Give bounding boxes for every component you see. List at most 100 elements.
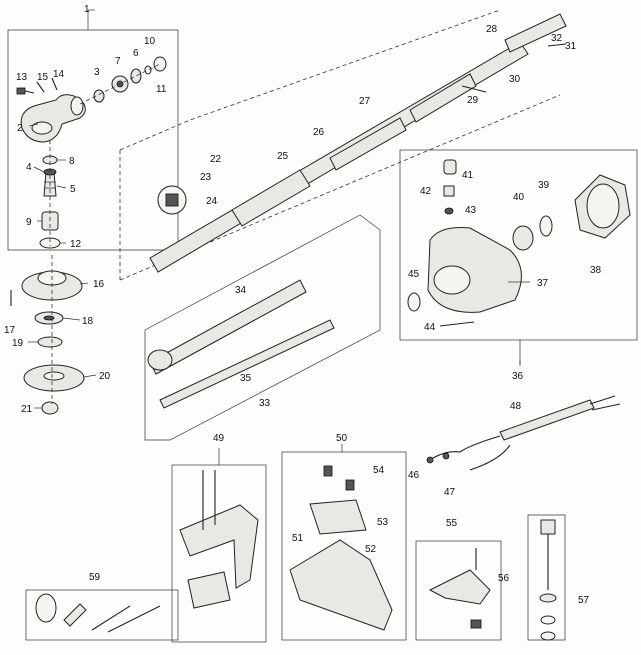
- callout-11: 11: [156, 84, 167, 95]
- callout-34: 34: [235, 285, 247, 296]
- callout-35: 35: [240, 373, 252, 384]
- tool-box-59: [25, 589, 179, 641]
- callout-20: 20: [99, 371, 111, 382]
- callout-8: 8: [69, 156, 75, 167]
- callout-23: 23: [200, 172, 212, 183]
- handle-28: [409, 73, 477, 123]
- callout-53: 53: [377, 517, 389, 528]
- callout-3: 3: [94, 67, 100, 78]
- callout-42: 42: [420, 186, 432, 197]
- callout-40: 40: [513, 192, 525, 203]
- shaft-35: [159, 319, 335, 409]
- nut-21: [41, 401, 59, 415]
- inner-shaft-box: [144, 214, 381, 441]
- bearing-40: [512, 225, 534, 251]
- callout-2: 2: [17, 123, 23, 134]
- bolt-set-group: [527, 514, 566, 641]
- throttle-cable-group: [426, 395, 621, 471]
- callout-22: 22: [210, 154, 222, 165]
- callout-31: 31: [565, 41, 577, 52]
- callout-48: 48: [510, 401, 522, 412]
- nut-43: [444, 207, 454, 215]
- callout-6: 6: [133, 48, 139, 59]
- bolt-29: [461, 85, 487, 93]
- spring-42: [443, 185, 455, 197]
- callout-14: 14: [53, 69, 65, 80]
- callout-45: 45: [408, 269, 420, 280]
- callout-36: 36: [512, 371, 524, 382]
- callout-55: 55: [446, 518, 458, 529]
- clutch-box: [399, 149, 638, 341]
- guard-group: [281, 444, 407, 641]
- handle-bracket-group: [171, 448, 267, 643]
- leader-lines: [28, 9, 530, 409]
- callout-25: 25: [277, 151, 289, 162]
- callout-7: 7: [115, 56, 121, 67]
- callout-9: 9: [26, 217, 32, 228]
- cap-41: [443, 159, 457, 175]
- washer-19: [37, 336, 63, 348]
- callout-54: 54: [373, 465, 385, 476]
- throttle-lever-group: [415, 540, 502, 641]
- callout-39: 39: [538, 180, 550, 191]
- callout-26: 26: [313, 127, 325, 138]
- callout-50: 50: [336, 433, 348, 444]
- callout-37: 37: [537, 278, 549, 289]
- callout-19: 19: [12, 338, 24, 349]
- callout-15: 15: [37, 72, 49, 83]
- callout-46: 46: [408, 470, 420, 481]
- gear-6: [130, 68, 142, 84]
- callout-59: 59: [89, 572, 101, 583]
- inner-shaft-group: [144, 214, 381, 441]
- callout-41: 41: [462, 170, 474, 181]
- ring-45: [407, 292, 421, 312]
- ring-39: [539, 215, 553, 237]
- callout-4: 4: [26, 162, 32, 173]
- drive-shaft-group: [119, 9, 567, 281]
- clutch-group: [399, 149, 638, 365]
- callout-labels: 1 2 3 4 5 6 7 8 9 10 11 12 13 14 15 16 1…: [4, 4, 602, 606]
- callout-30: 30: [509, 74, 521, 85]
- screw-31: [547, 43, 567, 47]
- lever-55: [428, 569, 491, 605]
- callout-47: 47: [444, 487, 456, 498]
- strap-59: [35, 593, 57, 623]
- pipe-27: [329, 117, 407, 171]
- ring-11: [153, 56, 167, 72]
- callout-17: 17: [4, 325, 16, 336]
- shaft-34: [149, 279, 307, 375]
- bracket-49: [179, 504, 259, 589]
- callout-38: 38: [590, 265, 602, 276]
- grip-32: [504, 13, 567, 53]
- callout-24: 24: [206, 196, 218, 207]
- callout-33: 33: [259, 398, 271, 409]
- bolt-box-56: [527, 514, 566, 641]
- guard-box-50: [281, 451, 407, 641]
- blade-holder-group: [10, 255, 85, 415]
- plate-53: [309, 499, 367, 535]
- callout-5: 5: [70, 184, 76, 195]
- cap-56: [540, 519, 556, 535]
- callout-10: 10: [144, 36, 156, 47]
- callout-49: 49: [213, 433, 225, 444]
- callout-51: 51: [292, 533, 304, 544]
- callout-56: 56: [498, 573, 510, 584]
- callout-44: 44: [424, 322, 436, 333]
- callout-12: 12: [70, 239, 82, 250]
- callout-52: 52: [365, 544, 377, 555]
- callout-18: 18: [82, 316, 94, 327]
- callout-28: 28: [486, 24, 498, 35]
- clutch-housing-25: [231, 169, 311, 227]
- callout-13: 13: [16, 72, 28, 83]
- bolt-44: [439, 321, 475, 327]
- gear-head-group: [7, 10, 179, 251]
- cable-sleeve-48: [499, 399, 595, 441]
- callout-43: 43: [465, 205, 477, 216]
- tool-kit-group: [25, 589, 179, 641]
- callout-1: 1: [84, 4, 90, 15]
- lever-box-55: [415, 540, 502, 641]
- callout-57: 57: [578, 595, 590, 606]
- ring-10: [144, 65, 152, 75]
- bolt-13: [16, 87, 26, 95]
